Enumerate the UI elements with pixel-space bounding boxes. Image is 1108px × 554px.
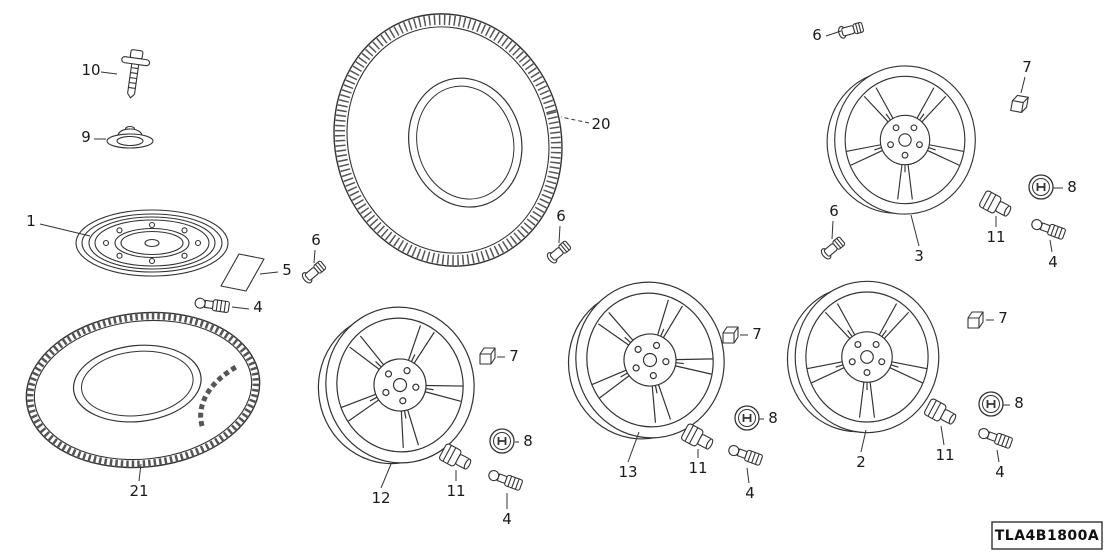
callout-10: 10	[81, 61, 100, 79]
center-cap-honda-logo-icon-c	[1028, 174, 1054, 200]
callout-13: 13	[618, 463, 637, 481]
callout-4-d: 4	[1048, 253, 1058, 271]
valve-4-d	[1029, 217, 1067, 241]
callout-9: 9	[81, 128, 91, 146]
callout-7-d: 7	[998, 309, 1008, 327]
valve-stem-6-a	[300, 259, 328, 286]
callout-11-d: 11	[935, 446, 954, 464]
valve-4-e	[976, 426, 1014, 450]
callout-21: 21	[129, 482, 148, 500]
center-cap-honda-logo-icon-a	[489, 428, 515, 454]
diagram-code: TLA4B1800A	[995, 528, 1100, 544]
callout-11-c: 11	[986, 228, 1005, 246]
leader-lines	[39, 30, 1063, 509]
balance-weight-7-a	[479, 347, 496, 365]
callout-6-d: 6	[829, 202, 839, 220]
valve-4-c	[726, 443, 764, 467]
callout-3: 3	[914, 247, 924, 265]
wheel-nut-11-d	[922, 397, 960, 429]
tire-part	[333, 13, 563, 267]
callout-4-c: 4	[745, 484, 755, 502]
callout-7-c: 7	[1022, 58, 1032, 76]
balance-weight-7-b	[722, 326, 739, 344]
callout-1: 1	[26, 212, 36, 230]
callout-4-e: 4	[995, 463, 1005, 481]
callout-6-c: 6	[812, 26, 822, 44]
valve-stem-6-b	[545, 239, 573, 266]
callout-7-b: 7	[752, 325, 762, 343]
center-cap-honda-logo-icon-b	[734, 405, 760, 431]
callout-11-b: 11	[688, 459, 707, 477]
diagram-code-box: TLA4B1800A	[991, 521, 1103, 550]
valve-stem-6-d	[819, 235, 847, 262]
grommet-part	[106, 125, 154, 149]
callout-4-b: 4	[502, 510, 512, 528]
leader-line-dashed-20	[560, 116, 590, 124]
callout-6-b: 6	[556, 207, 566, 225]
callout-8-d: 8	[1014, 394, 1024, 412]
callout-2: 2	[856, 453, 866, 471]
callout-12: 12	[371, 489, 390, 507]
callout-6-a: 6	[311, 231, 321, 249]
sticker-part	[220, 253, 265, 292]
alloy-wheel-13-part	[552, 267, 740, 454]
spare-steel-wheel-part	[75, 209, 229, 277]
wheel-nut-11-c	[977, 189, 1015, 221]
callout-8-c: 8	[1067, 178, 1077, 196]
alloy-wheel-2-part	[786, 280, 940, 434]
valve-4-b	[486, 468, 524, 492]
balance-weight-7-c	[1010, 94, 1029, 114]
callout-20: 20	[591, 115, 610, 133]
balance-weight-7-d	[967, 311, 984, 329]
valve-4-a	[193, 296, 231, 314]
callout-8-a: 8	[523, 432, 533, 450]
callout-7-a: 7	[509, 347, 519, 365]
alloy-wheel-3-part	[826, 65, 976, 215]
callout-4-a: 4	[253, 298, 263, 316]
callout-11-a: 11	[446, 482, 465, 500]
callout-8-b: 8	[768, 409, 778, 427]
tpms-valve-part	[121, 49, 151, 99]
valve-stem-6-c	[836, 20, 865, 40]
center-cap-honda-logo-icon-d	[978, 391, 1004, 417]
spare-tire-part	[25, 311, 261, 469]
callout-5: 5	[282, 261, 292, 279]
